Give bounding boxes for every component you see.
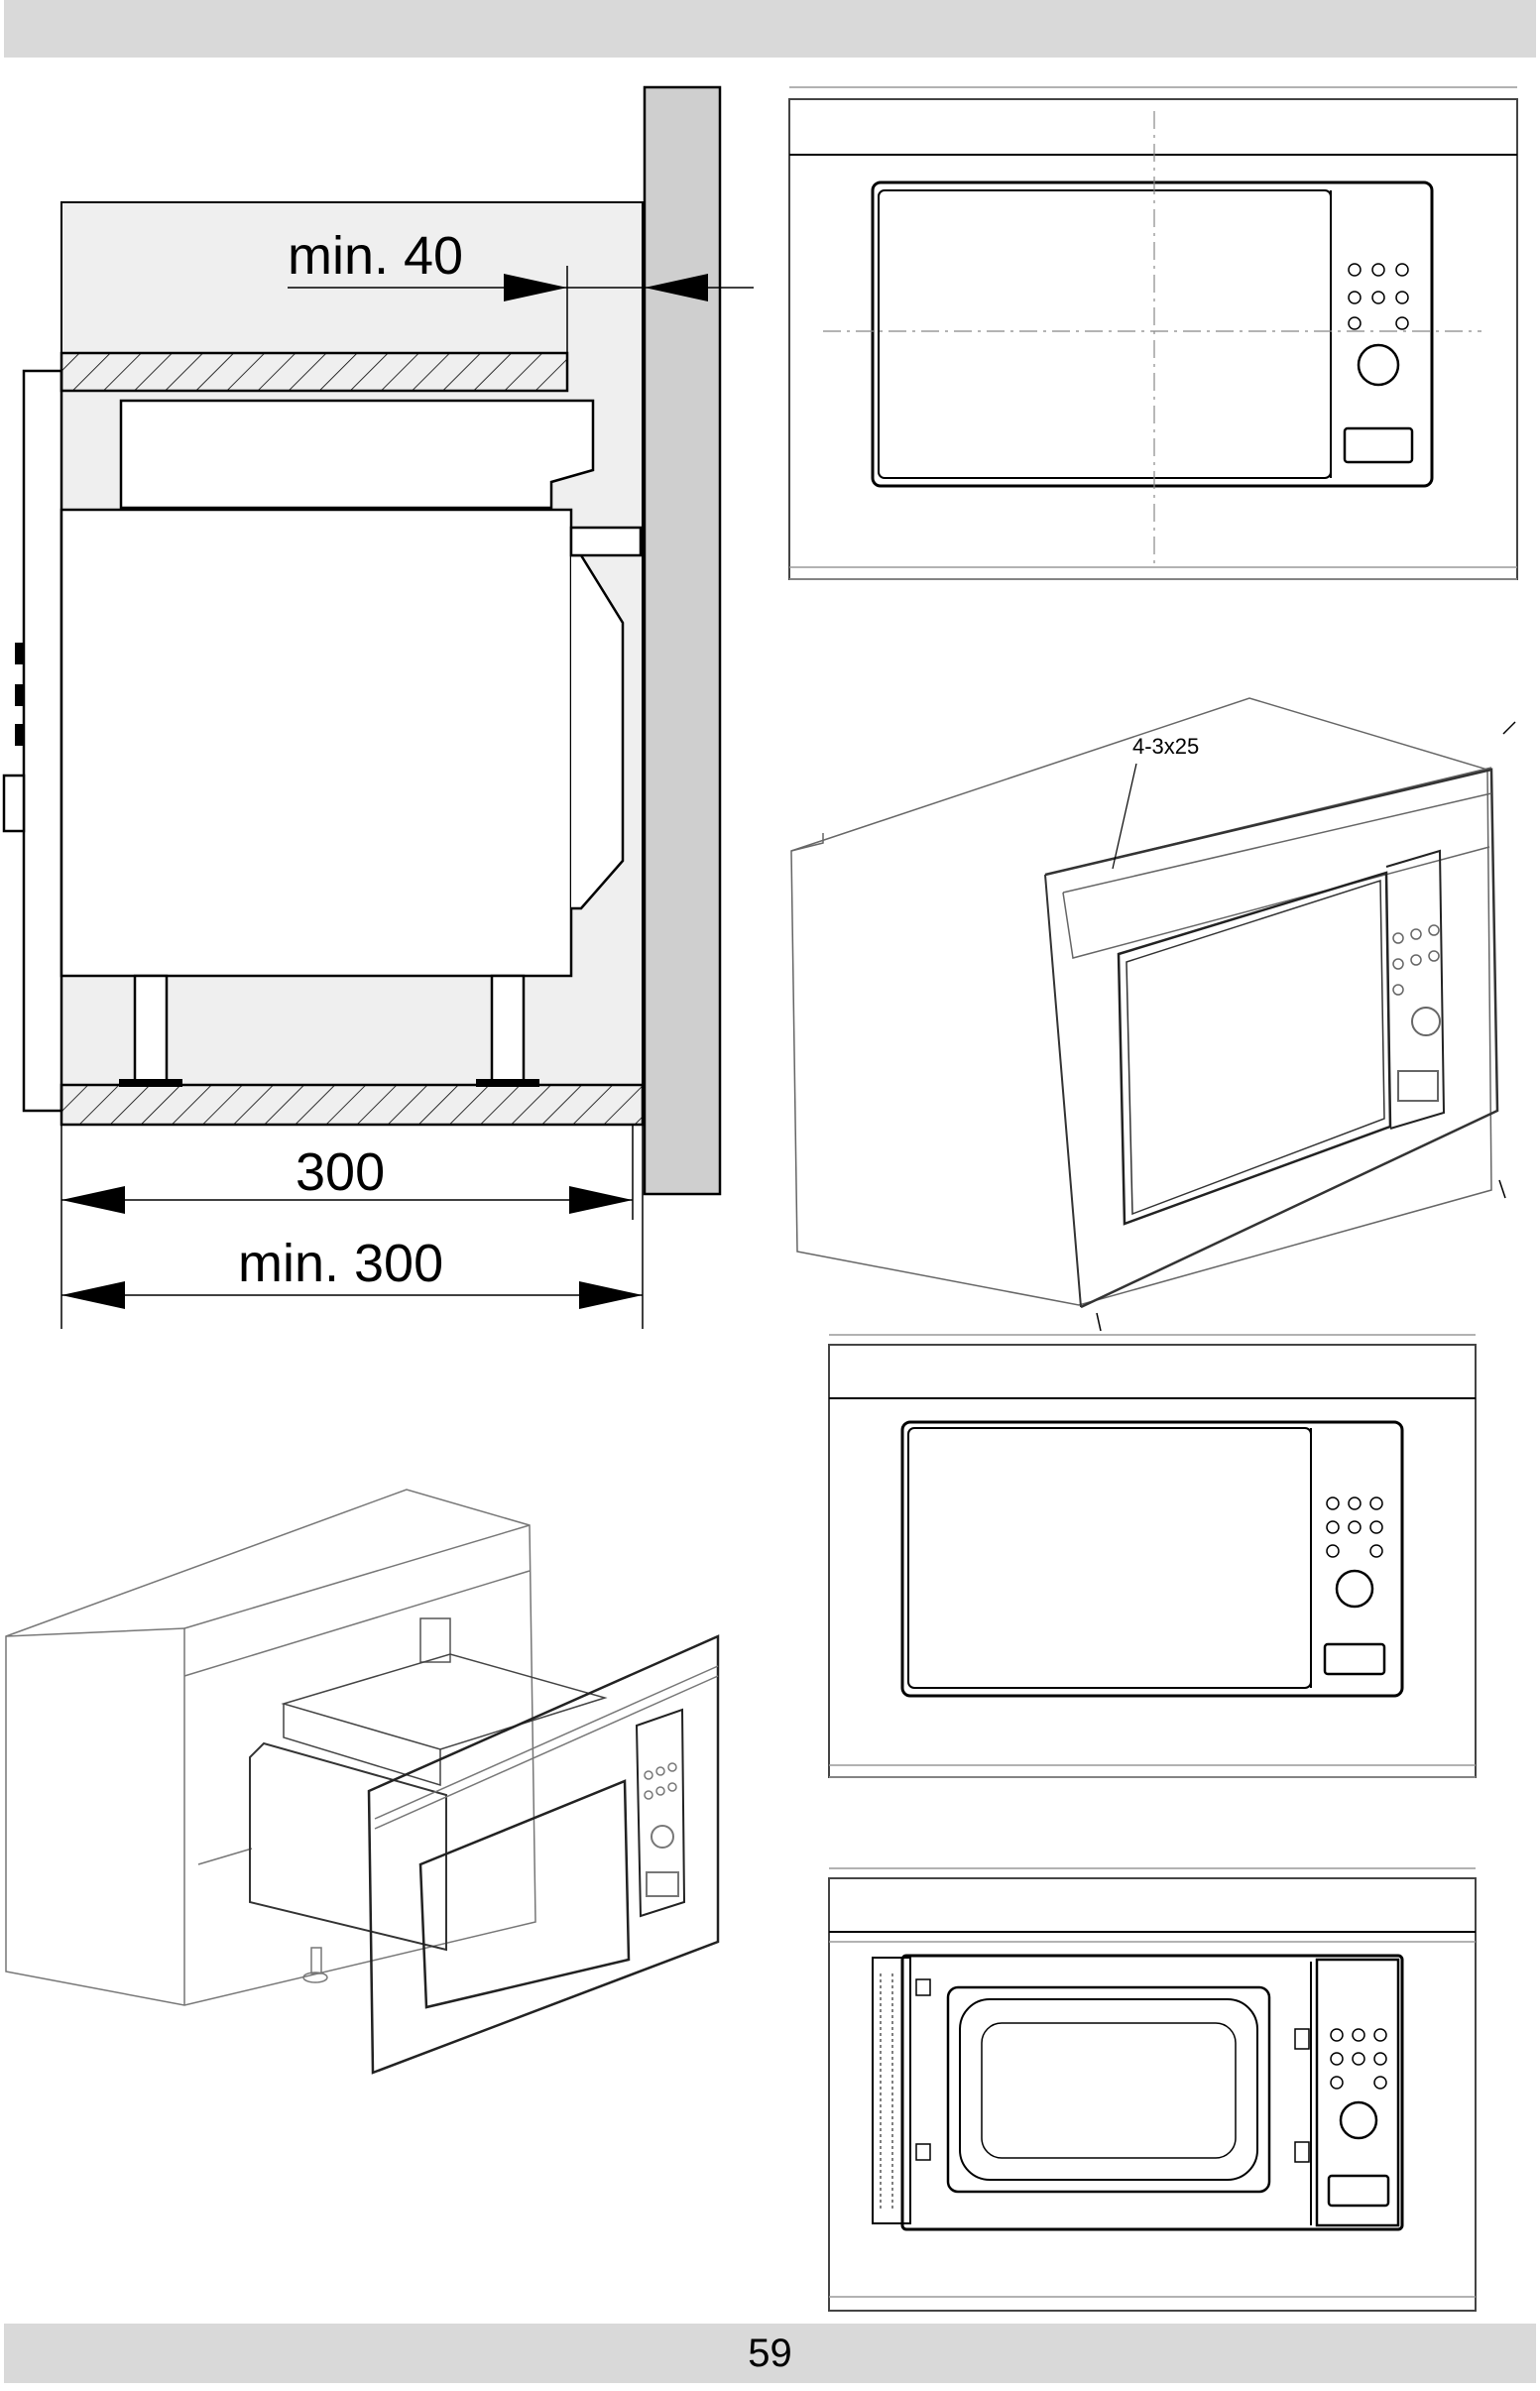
isometric-view-insert: [5, 1489, 720, 2075]
front-view-door-open: [828, 1867, 1477, 2312]
door-handle: [2, 774, 26, 833]
arrowhead: [61, 1186, 125, 1214]
arrowhead: [569, 1186, 633, 1214]
microwave-body: [59, 508, 573, 978]
leg-foot: [119, 1079, 182, 1087]
top-cover: [119, 399, 595, 510]
gap-dimension-label: min. 40: [288, 226, 463, 286]
top-shelf: [59, 351, 569, 393]
isometric-view-screws: 4-3x25: [790, 697, 1516, 1332]
screw-label: 4-3x25: [1132, 734, 1199, 759]
side-section-view: min. 40 300 min. 300: [2, 85, 754, 1329]
wall-panel: [643, 85, 722, 1196]
front-view-centered: [788, 86, 1518, 580]
page-number: 59: [748, 2331, 792, 2375]
front-frame-strip: [22, 369, 63, 1113]
control-button: [15, 684, 24, 706]
bottom-shelf: [59, 1083, 645, 1127]
header-band: [4, 0, 1536, 58]
leg: [133, 974, 169, 1087]
arrowhead: [579, 1281, 643, 1309]
control-button: [15, 724, 24, 746]
cabinet-depth-label: min. 300: [238, 1234, 443, 1293]
depth-dimension-label: 300: [296, 1142, 385, 1202]
front-view-plain: [828, 1334, 1477, 1778]
control-button: [15, 643, 24, 664]
leg: [490, 974, 526, 1087]
rear-spacer: [569, 526, 643, 557]
arrowhead: [645, 274, 708, 301]
arrowhead: [504, 274, 567, 301]
rear-bulge: [571, 553, 625, 910]
arrowhead: [61, 1281, 125, 1309]
leg-foot: [476, 1079, 539, 1087]
footer-band: 59: [4, 2324, 1536, 2383]
